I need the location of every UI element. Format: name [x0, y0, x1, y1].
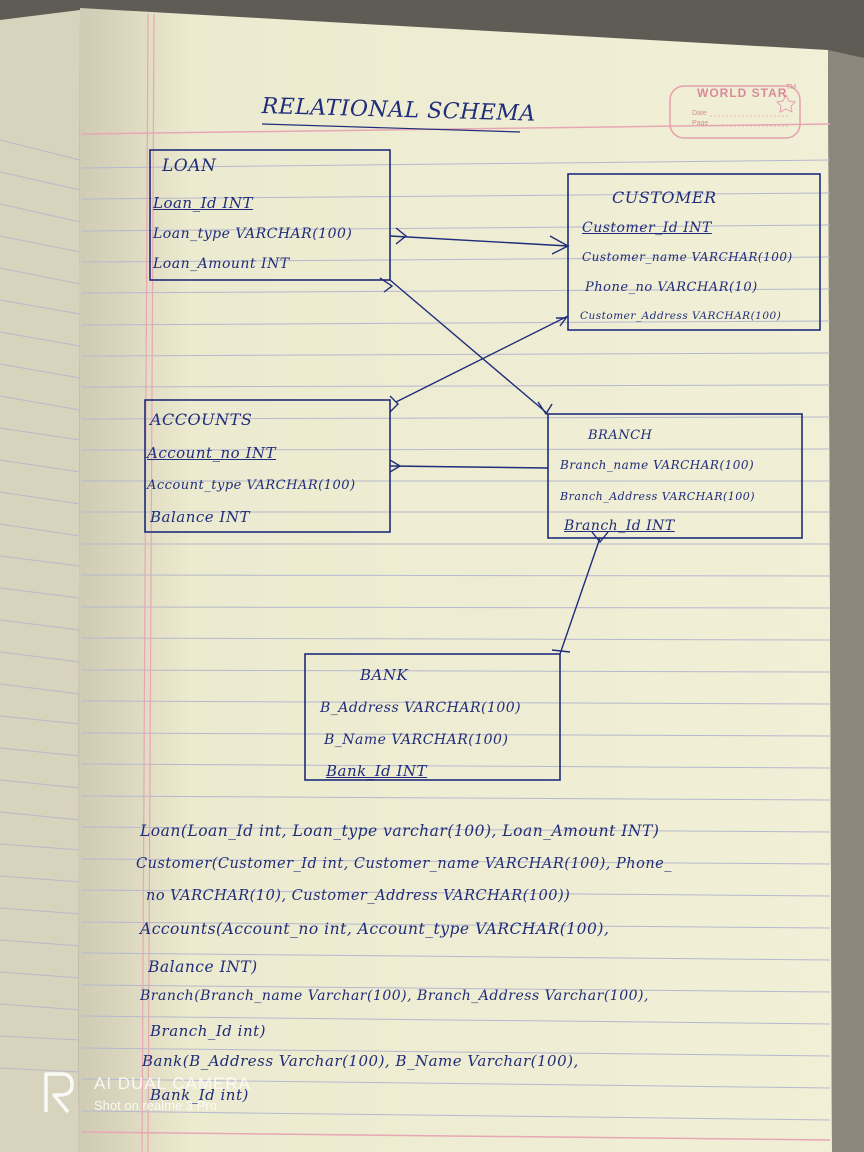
left-page	[0, 10, 80, 1152]
relation-line-3: no VARCHAR(10), Customer_Address VARCHAR…	[146, 888, 571, 904]
customer-field-3: Phone_no VARCHAR(10)	[585, 280, 758, 295]
customer-field-1: Customer_Id INT	[582, 220, 712, 236]
accounts-title: ACCOUNTS	[150, 410, 253, 429]
margin-line	[141, 13, 149, 1152]
customer-field-4: Customer_Address VARCHAR(100)	[580, 310, 782, 322]
page-label: Page	[692, 120, 709, 127]
branch-field-1: Branch_name VARCHAR(100)	[560, 458, 755, 472]
bank-field-2: B_Name VARCHAR(100)	[324, 732, 509, 748]
branch-table-box	[547, 413, 803, 539]
bank-table-box	[304, 653, 561, 781]
customer-field-2: Customer_name VARCHAR(100)	[582, 250, 793, 264]
camera-watermark-subtitle: Shot on realme 3 Pro	[94, 1098, 217, 1113]
brand-tm: TM	[786, 84, 797, 91]
customer-title: CUSTOMER	[612, 188, 717, 207]
branch-field-3: Branch_Id INT	[564, 518, 675, 534]
star-icon	[775, 93, 797, 113]
camera-watermark-title: AI DUAL CAMERA	[94, 1074, 251, 1093]
accounts-field-2: Account_type VARCHAR(100)	[147, 478, 356, 493]
relationship-lines	[379, 227, 609, 655]
loan-field-1: Loan_Id INT	[153, 194, 253, 212]
branch-field-2: Branch_Address VARCHAR(100)	[560, 490, 756, 503]
realme-logo-icon	[44, 1072, 74, 1114]
branch-title: BRANCH	[588, 428, 653, 443]
relation-line-6: Branch(Branch_name Varchar(100), Branch_…	[140, 988, 649, 1004]
loan-table-box	[149, 149, 391, 281]
loan-field-3: Loan_Amount INT	[153, 256, 290, 272]
relation-line-5: Balance INT)	[148, 958, 258, 976]
relation-line-1: Loan(Loan_Id int, Loan_type varchar(100)…	[140, 822, 660, 840]
notebook-page	[78, 8, 832, 1152]
bank-title: BANK	[360, 666, 409, 684]
loan-field-2: Loan_type VARCHAR(100)	[153, 226, 353, 242]
relation-line-9: Bank_Id int)	[150, 1086, 249, 1104]
date-label: Date	[692, 110, 707, 117]
customer-table-box	[567, 173, 821, 331]
bank-field-3: Bank_Id INT	[326, 762, 428, 780]
brand-badge	[669, 85, 801, 139]
footer-line	[81, 1131, 831, 1141]
relation-line-2: Customer(Customer_Id int, Customer_name …	[136, 856, 673, 872]
accounts-field-3: Balance INT	[150, 508, 250, 526]
relation-line-7: Branch_Id int)	[150, 1022, 266, 1040]
relation-line-4: Accounts(Account_no int, Account_type VA…	[140, 920, 610, 938]
accounts-field-1: Account_no INT	[147, 444, 277, 462]
ruled-lines	[81, 159, 831, 1121]
bank-field-1: B_Address VARCHAR(100)	[320, 700, 522, 716]
header-line	[81, 123, 831, 135]
loan-title: LOAN	[162, 156, 217, 176]
brand-name: WORLD STAR	[697, 86, 788, 100]
relation-line-8: Bank(B_Address Varchar(100), B_Name Varc…	[142, 1052, 579, 1070]
